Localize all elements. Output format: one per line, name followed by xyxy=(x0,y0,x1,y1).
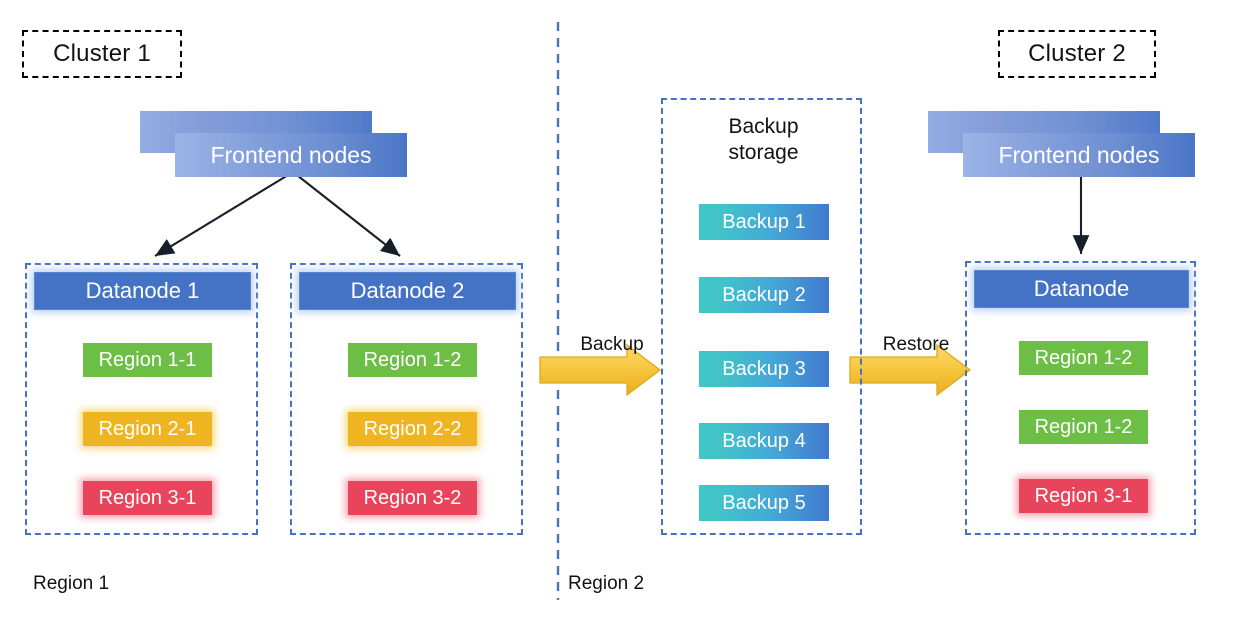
backup-item-1-label: Backup 1 xyxy=(722,210,806,233)
cluster2-datanode-header: Datanode xyxy=(974,270,1189,308)
cluster2-title-label: Cluster 2 xyxy=(1028,40,1126,67)
backup-item-4-label: Backup 4 xyxy=(722,429,806,452)
backup-item-1[interactable]: Backup 1 xyxy=(699,204,829,240)
datanode2-header-label: Datanode 2 xyxy=(350,278,465,303)
datanode2-header: Datanode 2 xyxy=(299,272,516,310)
cluster2-datanode-region-3-label: Region 3-1 xyxy=(1034,484,1133,507)
cluster1-title-chip: Cluster 1 xyxy=(22,30,182,78)
backup-item-5[interactable]: Backup 5 xyxy=(699,485,829,521)
datanode1-region-3[interactable]: Region 3-1 xyxy=(83,481,212,515)
backup-item-5-label: Backup 5 xyxy=(722,491,806,514)
cluster2-datanode-region-1[interactable]: Region 1-2 xyxy=(1019,341,1148,375)
frontend-nodes-front-card-2: Frontend nodes xyxy=(963,133,1195,177)
cluster1-frontend-nodes[interactable]: Frontend nodes xyxy=(140,111,410,179)
cluster2-datanode-region-2[interactable]: Region 1-2 xyxy=(1019,410,1148,444)
region-1-label: Region 1 xyxy=(33,573,110,594)
datanode1-region-2-label: Region 2-1 xyxy=(98,417,197,440)
arrow-frontend-to-datanode2 xyxy=(292,171,401,257)
backup-storage-container[interactable]: Backup storage Backup 1 Backup 2 Backup … xyxy=(661,98,862,535)
datanode2-region-3-label: Region 3-2 xyxy=(363,486,462,509)
region-2-label: Region 2 xyxy=(568,573,645,594)
datanode2-region-1[interactable]: Region 1-2 xyxy=(348,343,477,377)
cluster2-datanode-header-label: Datanode xyxy=(1033,276,1130,301)
cluster2-title-chip: Cluster 2 xyxy=(998,30,1156,78)
datanode1-header-label: Datanode 1 xyxy=(85,278,200,303)
cluster2-frontend-label: Frontend nodes xyxy=(998,141,1160,168)
datanode1-region-1[interactable]: Region 1-1 xyxy=(83,343,212,377)
backup-storage-title: Backup storage xyxy=(728,115,799,165)
datanode2-region-3[interactable]: Region 3-2 xyxy=(348,481,477,515)
datanode1-container[interactable]: Datanode 1 Region 1-1 Region 2-1 Region … xyxy=(25,263,258,535)
cluster2-datanode-container[interactable]: Datanode Region 1-2 Region 1-2 Region 3-… xyxy=(965,261,1196,535)
datanode1-region-2[interactable]: Region 2-1 xyxy=(83,412,212,446)
cluster2-datanode-region-1-label: Region 1-2 xyxy=(1034,346,1133,369)
datanode2-region-2[interactable]: Region 2-2 xyxy=(348,412,477,446)
restore-flow-label: Restore xyxy=(882,334,950,355)
cluster2-frontend-nodes[interactable]: Frontend nodes xyxy=(928,111,1198,179)
datanode1-region-3-label: Region 3-1 xyxy=(98,486,197,509)
datanode1-header: Datanode 1 xyxy=(34,272,251,310)
cluster2-datanode-region-3[interactable]: Region 3-1 xyxy=(1019,479,1148,513)
datanode2-region-2-label: Region 2-2 xyxy=(363,417,462,440)
cluster1-frontend-label: Frontend nodes xyxy=(210,141,372,168)
backup-item-3[interactable]: Backup 3 xyxy=(699,351,829,387)
backup-item-2-label: Backup 2 xyxy=(722,283,806,306)
backup-flow-label: Backup xyxy=(580,334,644,355)
backup-item-3-label: Backup 3 xyxy=(722,357,806,380)
backup-item-4[interactable]: Backup 4 xyxy=(699,423,829,459)
datanode2-container[interactable]: Datanode 2 Region 1-2 Region 2-2 Region … xyxy=(290,263,523,535)
cluster1-title-label: Cluster 1 xyxy=(53,40,151,67)
arrow-frontend-to-datanode1 xyxy=(154,171,294,257)
datanode2-region-1-label: Region 1-2 xyxy=(363,348,462,371)
cluster2-datanode-region-2-label: Region 1-2 xyxy=(1034,415,1133,438)
backup-item-2[interactable]: Backup 2 xyxy=(699,277,829,313)
frontend-nodes-front-card: Frontend nodes xyxy=(175,133,407,177)
datanode1-region-1-label: Region 1-1 xyxy=(98,348,197,371)
